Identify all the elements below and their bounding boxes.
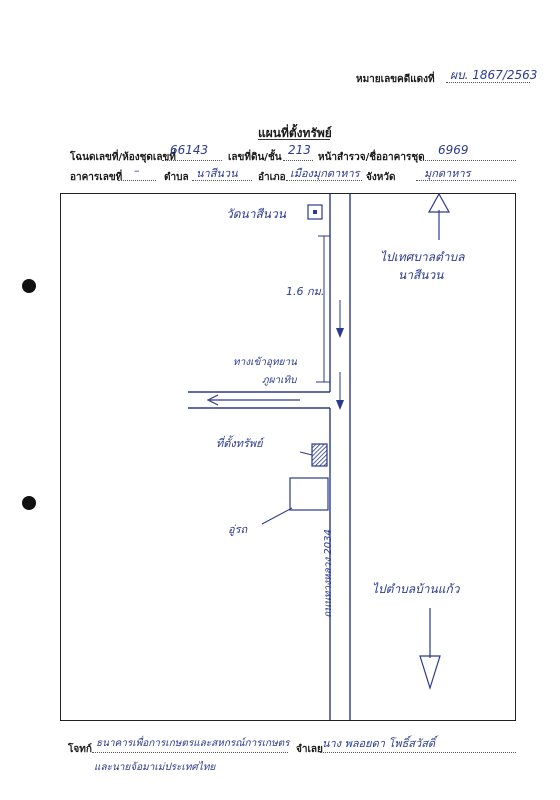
case-ref-underline [446,82,530,83]
property-pointer [299,451,313,456]
survey-underline [420,160,516,161]
defendant-underline [320,752,516,753]
building-value: – [134,164,140,177]
defendant-value: นาง พลอยดา โพธิ์สวัสดิ์ [322,737,436,750]
land-no-value: 213 [288,143,311,157]
road-arrow-lower-head [336,400,344,410]
land-no-label: เลขที่ดิน/ชั้น [228,152,282,163]
district-underline [286,180,362,181]
temple-label: วัดนาสีนวน [226,207,286,221]
survey-label: หน้าสำรวจ/ชื่ออาคารชุด [318,152,425,163]
south-arrow-head [419,655,441,691]
road-label: ถนนทางหลวง 2034 [322,529,334,618]
north-arrow-head [427,192,451,213]
deed-value: 66143 [170,143,209,157]
map-frame [60,193,516,721]
building-underline [118,180,156,181]
to-subdistrict-label-2: นาสีนวน [398,268,444,282]
punch-hole-bottom [22,496,36,510]
road-arrow-upper-head [336,328,344,338]
plaintiff-value-1: ธนาคารเพื่อการเกษตรและสหกรณ์การเกษตร [96,738,290,749]
province-underline [416,180,516,181]
subdistrict-value: นาสีนวน [196,167,238,180]
junction-label-2: ภูผาเทิบ [262,375,297,386]
plaintiff-label: โจทก์ [68,744,92,755]
plaintiff-underline [92,752,288,753]
province-label: จังหวัด [366,172,396,183]
garage-label: อู่รถ [228,523,248,536]
temple-marker [307,204,323,220]
subdistrict-label: ตำบล [164,172,189,183]
deed-underline [162,160,222,161]
district-label: อำเภอ [258,172,286,183]
to-subdistrict-label-1: ไปเทศบาลตำบล [380,250,465,264]
page-title: แผนที่ตั้งทรัพย์ [258,126,332,140]
property-label: ที่ตั้งทรัพย์ [216,437,263,450]
title-underline [258,139,330,140]
plaintiff-value-2: และนายจ้อมาเม่ประเทศไทย [94,762,216,773]
side-road-arrow-head [206,394,219,406]
case-ref-value: ผบ. 1867/2563 [450,68,538,82]
defendant-label: จำเลย [296,744,323,755]
distance-label: 1.6 กม. [286,285,325,298]
subdistrict-underline [192,180,252,181]
punch-hole-top [22,279,36,293]
junction-label-1: ทางเข้าอุทยาน [233,357,297,368]
temple-marker-inner [313,210,317,214]
deed-label: โฉนดเลขที่/ห้องชุดเลขที่ [70,152,176,163]
garage-pointer [261,507,293,525]
property-marker [311,443,328,467]
survey-value: 6969 [438,143,469,157]
province-value: มุกดาหาร [424,167,471,180]
case-ref-label: หมายเลขคดีแดงที่ [356,74,435,85]
land-no-underline [283,160,313,161]
district-value: เมืองมุกดาหาร [290,167,360,180]
to-village-label: ไปตำบลบ้านแก้ว [372,582,460,596]
building-label: อาคารเลขที่ [70,172,123,183]
garage-marker [289,477,329,511]
